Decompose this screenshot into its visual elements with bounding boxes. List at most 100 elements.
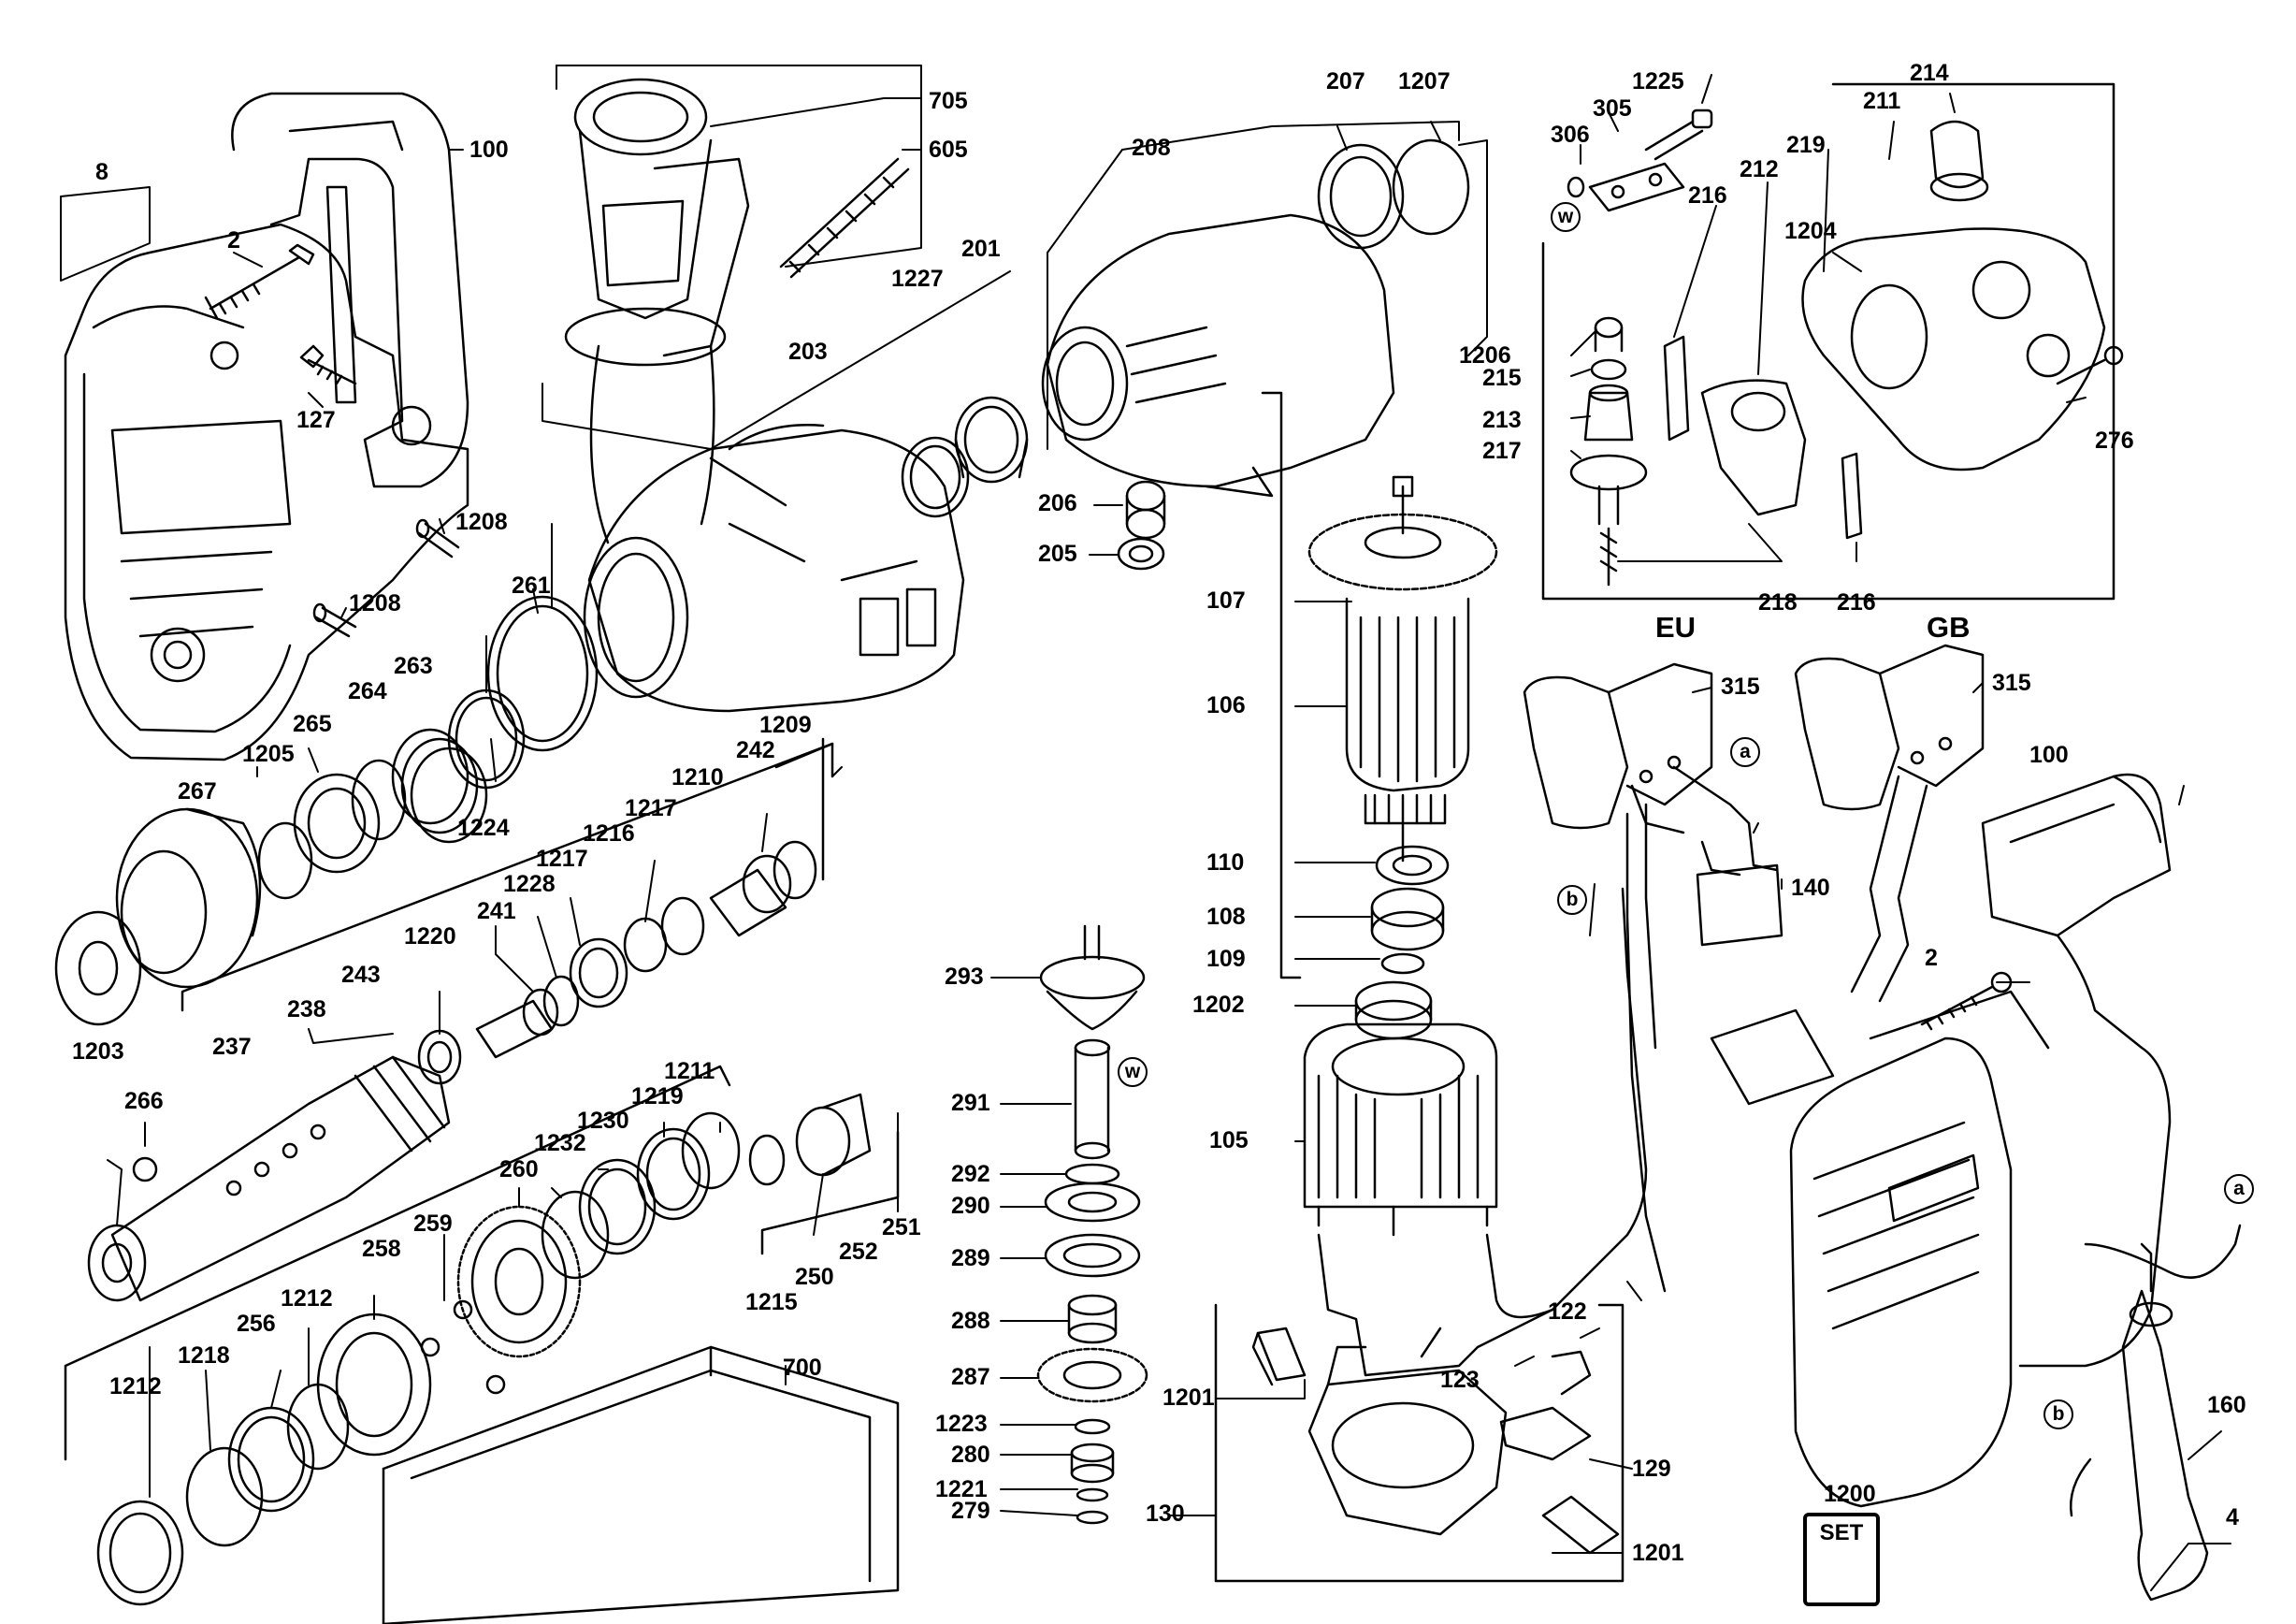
part-number-label: 266 — [124, 1088, 164, 1114]
screw-2-right — [1920, 971, 2013, 1031]
ring-279 — [1076, 1510, 1109, 1525]
part-number-label: 605 — [929, 137, 968, 163]
part-number-label: 280 — [951, 1442, 990, 1468]
part-number-label: 265 — [293, 711, 332, 737]
part-number-label: 214 — [1910, 60, 1949, 86]
part-number-label: 252 — [839, 1239, 878, 1265]
ring-1228 — [542, 975, 580, 1027]
region-label-gb: GB — [1927, 611, 1971, 644]
set-badge-text: SET — [1819, 1520, 1864, 1545]
wire-122 — [1485, 887, 1648, 1319]
part-number-label: 129 — [1632, 1456, 1671, 1482]
part-number-label: 1208 — [455, 509, 508, 535]
armature-106 — [1345, 597, 1470, 863]
pin-1208-upper — [415, 518, 460, 558]
part-number-label: 293 — [945, 964, 984, 990]
ring-1205 — [257, 821, 313, 900]
part-number-label: 705 — [929, 88, 968, 114]
part-number-label: 215 — [1482, 365, 1522, 391]
part-number-label: 1225 — [1632, 68, 1684, 94]
part-number-label: 1208 — [349, 590, 401, 616]
part-number-label: 241 — [477, 898, 516, 924]
pin-1208-lower — [312, 602, 357, 638]
bracket-219 — [1541, 82, 2115, 601]
ring-201 — [954, 396, 1029, 484]
gear-287 — [1036, 1347, 1148, 1403]
ring-1217a — [569, 937, 628, 1008]
part-number-label: 306 — [1551, 122, 1590, 148]
ring-1212b — [96, 1500, 184, 1606]
part-number-label: 1228 — [503, 871, 556, 897]
part-number-label: 219 — [1786, 132, 1826, 158]
switch-eu — [1523, 662, 1751, 1293]
bushing-206 — [1125, 480, 1166, 540]
carrying-case-700 — [382, 1345, 900, 1624]
set-badge: SET — [1803, 1513, 1880, 1606]
part-number-label: 2 — [227, 227, 240, 254]
part-number-label: 127 — [296, 407, 336, 433]
part-number-label: 288 — [951, 1308, 990, 1334]
ring-1218 — [185, 1446, 264, 1547]
part-number-label: 105 — [1209, 1127, 1249, 1153]
spring-1206 — [1594, 316, 1624, 353]
part-number-label: 1201 — [1632, 1540, 1684, 1566]
part-number-label: 208 — [1132, 135, 1171, 161]
part-number-label: 203 — [788, 339, 828, 365]
part-number-label: 291 — [951, 1090, 990, 1116]
part-number-label: 217 — [1482, 438, 1522, 464]
screw-2 — [204, 243, 315, 320]
part-number-label: 205 — [1038, 541, 1077, 567]
side-handle-705 — [564, 78, 750, 544]
part-number-label: 315 — [1721, 674, 1760, 700]
screw-276 — [2056, 345, 2124, 385]
part-number-label: 237 — [212, 1034, 252, 1060]
part-number-label: 289 — [951, 1245, 990, 1271]
ring-1221 — [1076, 1487, 1109, 1502]
part-number-label: 287 — [951, 1364, 990, 1390]
gear-290 — [1044, 1182, 1141, 1223]
cap-267 — [115, 807, 262, 989]
part-number-label: 1210 — [671, 764, 724, 790]
part-number-label: 213 — [1482, 407, 1522, 433]
part-number-label: 1207 — [1398, 68, 1451, 94]
capacitor-140 — [1696, 821, 1783, 947]
part-number-label: 1205 — [242, 741, 295, 767]
snap-ring-1207 — [1392, 138, 1470, 236]
bearing-280 — [1070, 1443, 1115, 1484]
motor-housing-208 — [1041, 213, 1395, 498]
ring-1217b — [660, 896, 705, 956]
ring-215 — [1590, 358, 1627, 381]
callout-b: b — [2043, 1399, 2073, 1429]
bracket-armature — [1261, 391, 1302, 979]
gear-293 — [1039, 924, 1146, 1031]
ring-1232 — [541, 1190, 610, 1280]
clutch-258 — [316, 1312, 432, 1457]
part-number-label: 8 — [95, 159, 108, 185]
ring-264 — [351, 759, 407, 841]
part-number-label: 123 — [1440, 1367, 1480, 1393]
bracket-1201 — [1214, 1303, 1625, 1583]
ring-1227 — [901, 436, 970, 518]
part-number-label: 106 — [1206, 692, 1246, 718]
part-number-label: 211 — [1863, 88, 1901, 114]
part-number-label: 258 — [362, 1236, 401, 1262]
part-number-label: 100 — [2029, 742, 2069, 768]
part-number-label: 109 — [1206, 946, 1246, 972]
ring-1211 — [681, 1111, 741, 1190]
part-number-label: 206 — [1038, 490, 1077, 516]
part-number-label: 100 — [469, 137, 509, 163]
cable-160 — [2070, 1224, 2242, 1602]
part-number-label: 256 — [237, 1311, 276, 1337]
ring-265 — [293, 773, 381, 874]
ring-1223 — [1074, 1418, 1111, 1435]
part-number-label: 2 — [1925, 945, 1938, 971]
part-number-label: 216 — [1837, 589, 1876, 616]
callout-b: b — [1557, 885, 1587, 915]
clamp-305 — [1588, 162, 1685, 212]
part-number-label: 1204 — [1784, 218, 1837, 244]
part-number-label: 267 — [178, 778, 217, 805]
part-number-label: 110 — [1206, 849, 1245, 876]
part-number-label: 130 — [1146, 1501, 1185, 1527]
ring-1212a — [286, 1383, 350, 1471]
part-number-label: 276 — [2095, 428, 2134, 454]
